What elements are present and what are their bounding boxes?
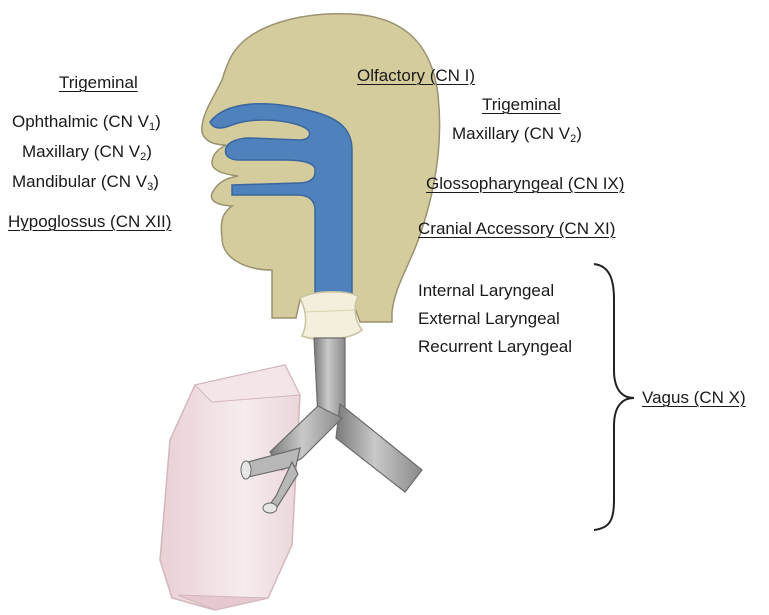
external-laryngeal-label: External Laryngeal: [418, 309, 560, 329]
mandibular-label: Mandibular (CN V3): [12, 172, 159, 192]
vagus-label: Vagus (CN X): [642, 388, 746, 408]
larynx: [300, 292, 362, 340]
maxillary-right-label: Maxillary (CN V2): [452, 124, 582, 144]
vagus-bracket: [594, 264, 634, 530]
trigeminal-left-heading: Trigeminal: [59, 73, 138, 93]
recurrent-laryngeal-label: Recurrent Laryngeal: [418, 337, 572, 357]
hypoglossus-label: Hypoglossus (CN XII): [8, 212, 171, 232]
lung: [160, 365, 300, 610]
olfactory-label: Olfactory (CN I): [357, 66, 475, 86]
maxillary-left-label: Maxillary (CN V2): [22, 142, 152, 162]
trigeminal-right-heading: Trigeminal: [482, 95, 561, 115]
cranial-accessory-label: Cranial Accessory (CN XI): [418, 219, 615, 239]
ophthalmic-label: Ophthalmic (CN V1): [12, 112, 161, 132]
internal-laryngeal-label: Internal Laryngeal: [418, 281, 554, 301]
glossopharyngeal-label: Glossopharyngeal (CN IX): [426, 174, 624, 194]
